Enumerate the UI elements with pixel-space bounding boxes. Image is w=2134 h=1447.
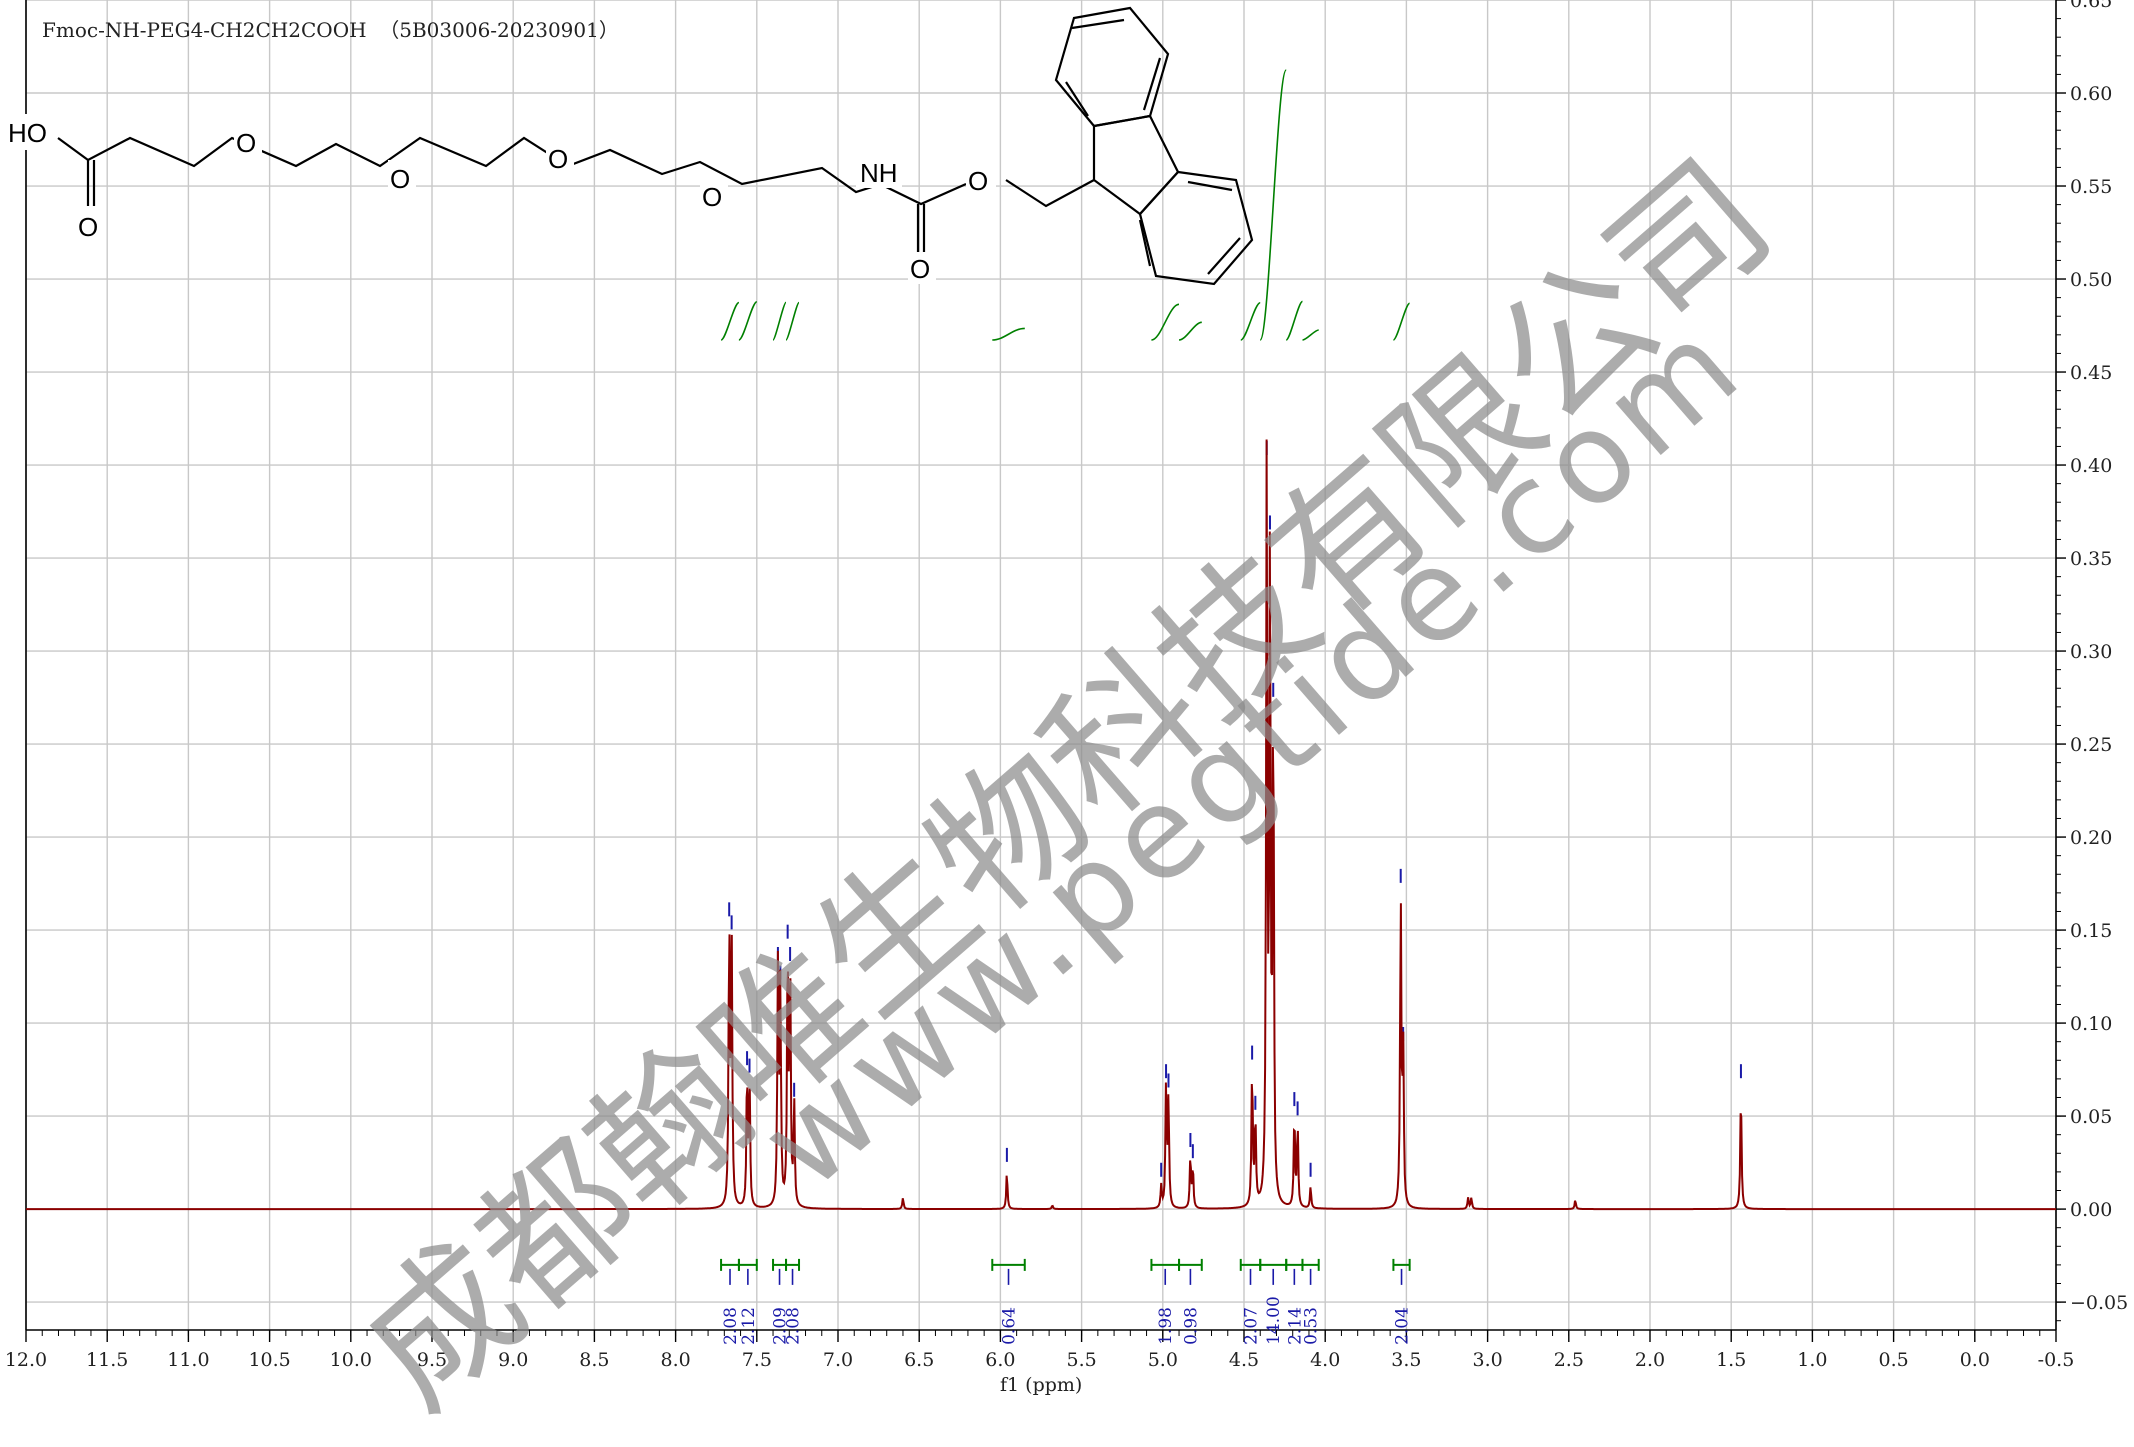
y-tick-label: −0.05 xyxy=(2070,1292,2128,1314)
x-tick-label: 3.5 xyxy=(1391,1349,1421,1371)
integral-curve xyxy=(720,301,740,341)
x-tick-label: 5.0 xyxy=(1148,1349,1178,1371)
integral-value-label: 0.64 xyxy=(1000,1307,1020,1345)
x-tick-label: 9.0 xyxy=(498,1349,528,1371)
integral-curves xyxy=(720,69,1411,341)
x-axis-label: f1 (ppm) xyxy=(1000,1374,1083,1396)
peg-chain-bond xyxy=(57,136,901,194)
y-tick-label: 0.35 xyxy=(2070,548,2112,570)
integral-value-label: 2.09 xyxy=(771,1307,791,1345)
acid-hydroxyl-label: HO xyxy=(8,118,47,148)
integral-value-label: 14.00 xyxy=(1264,1296,1284,1345)
integral-value-label: 0.53 xyxy=(1302,1307,1322,1345)
integral-curve xyxy=(1259,69,1287,341)
integral-value-label: 2.08 xyxy=(784,1307,804,1345)
x-axis-ticks: 12.0 11.5 11.0 10.5 10.0 9.5 9.0 8.5 8.0 7.5 7.0 6.… xyxy=(5,1330,2074,1371)
integral-curve xyxy=(738,301,758,341)
y-tick-label: 0.20 xyxy=(2070,827,2112,849)
integral-curve xyxy=(1151,303,1180,341)
y-tick-label: 0.60 xyxy=(2070,83,2112,105)
x-tick-label: 10.0 xyxy=(330,1349,372,1371)
spectrum-title: Fmoc-NH-PEG4-CH2CH2COOH （5B03006-2023090… xyxy=(42,18,619,42)
grid-lines xyxy=(25,0,2057,1330)
x-tick-label: 4.0 xyxy=(1310,1349,1340,1371)
x-tick-label: 6.5 xyxy=(904,1349,934,1371)
x-tick-label: 6.0 xyxy=(985,1349,1015,1371)
x-tick-label: 4.5 xyxy=(1229,1349,1259,1371)
x-tick-label: 11.5 xyxy=(86,1349,128,1371)
x-tick-label: 5.5 xyxy=(1066,1349,1096,1371)
x-tick-label: 9.5 xyxy=(417,1349,447,1371)
amide-carbonyl-oxygen-label: O xyxy=(910,254,930,284)
x-tick-label: 0.5 xyxy=(1878,1349,1908,1371)
integral-curve xyxy=(785,301,800,341)
y-tick-label: 0.10 xyxy=(2070,1013,2112,1035)
integral-curve xyxy=(992,327,1025,341)
x-tick-label: 8.5 xyxy=(579,1349,609,1371)
fluorene-lower-ring xyxy=(1138,170,1254,286)
x-tick-label: 2.5 xyxy=(1554,1349,1584,1371)
integral-curve xyxy=(1392,302,1411,341)
y-tick-label: 0.05 xyxy=(2070,1106,2112,1128)
x-tick-label: 2.0 xyxy=(1635,1349,1665,1371)
y-tick-label: 0.25 xyxy=(2070,734,2112,756)
peak-markers xyxy=(728,441,1742,1177)
nmr-spectrum-chart: 12.0 11.5 11.0 10.5 10.0 9.5 9.0 8.5 8.0 7.5 7.0 6.… xyxy=(4,0,2128,1371)
y-tick-label: 0.50 xyxy=(2070,269,2112,291)
ether-oxygen-label-4: O xyxy=(702,182,722,212)
integral-value-label: 2.07 xyxy=(1241,1307,1261,1345)
x-tick-label: 0.0 xyxy=(1960,1349,1990,1371)
integral-value-label: 2.08 xyxy=(721,1307,741,1345)
y-tick-label: 0.15 xyxy=(2070,920,2112,942)
y-tick-label: 0.30 xyxy=(2070,641,2112,663)
x-tick-label: 7.0 xyxy=(823,1349,853,1371)
axes xyxy=(25,0,2057,1331)
integral-curve xyxy=(1240,301,1261,341)
fluorene-five-ring xyxy=(1092,114,1180,216)
x-tick-label: 8.0 xyxy=(660,1349,690,1371)
integral-curve xyxy=(772,301,787,341)
x-tick-label: -0.5 xyxy=(2038,1349,2075,1371)
amide-carbonyl-bond xyxy=(916,204,926,252)
ester-oxygen-label: O xyxy=(968,166,988,196)
acid-oxygen-label: O xyxy=(78,212,98,242)
integral-curve xyxy=(1285,300,1304,341)
x-tick-label: 12.0 xyxy=(5,1349,47,1371)
x-tick-label: 1.0 xyxy=(1797,1349,1827,1371)
x-tick-label: 3.0 xyxy=(1472,1349,1502,1371)
amide-bond xyxy=(879,182,967,206)
fluorene-inner-bonds xyxy=(1065,18,1241,275)
amide-nh-label: NH xyxy=(860,158,898,188)
y-tick-label: 0.65 xyxy=(2070,0,2112,12)
ether-oxygen-label-3: O xyxy=(548,144,568,174)
acid-carbonyl-bond xyxy=(86,160,96,206)
y-tick-label: 0.40 xyxy=(2070,455,2112,477)
integral-value-label: 2.14 xyxy=(1285,1307,1305,1345)
integral-value-label: 2.04 xyxy=(1393,1307,1413,1345)
x-tick-label: 11.0 xyxy=(167,1349,209,1371)
y-tick-label: 0.55 xyxy=(2070,176,2112,198)
spectrum-line xyxy=(26,439,2056,1211)
x-tick-label: 10.5 xyxy=(248,1349,290,1371)
x-tick-label: 1.5 xyxy=(1716,1349,1746,1371)
integral-curve xyxy=(1178,321,1202,341)
integral-value-label: 1.98 xyxy=(1156,1307,1176,1345)
fluorene-upper-ring xyxy=(1054,6,1170,128)
integral-value-label: 2.12 xyxy=(739,1307,759,1345)
integral-value-label: 0.98 xyxy=(1181,1307,1201,1345)
ether-oxygen-label-2: O xyxy=(390,164,410,194)
chemical-structure xyxy=(57,6,1254,286)
y-tick-label: 0.45 xyxy=(2070,362,2112,384)
y-axis-ticks: 0.65 0.60 0.55 0.50 0.45 0.40 0.35 0.30 0.25 0.20… xyxy=(2056,0,2128,1322)
integral-curve xyxy=(1302,329,1319,341)
x-tick-label: 7.5 xyxy=(742,1349,772,1371)
ether-oxygen-label-1: O xyxy=(236,128,256,158)
y-tick-label: 0.00 xyxy=(2070,1199,2112,1221)
ester-bond xyxy=(1005,179,1095,208)
